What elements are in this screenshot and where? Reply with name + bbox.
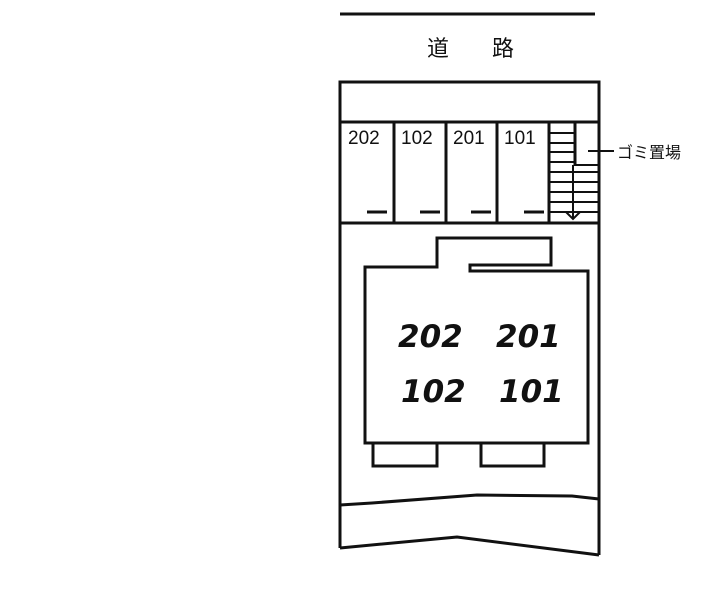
unit-202: 202: [398, 319, 463, 355]
parking-space-101: 101: [504, 128, 544, 214]
parking-space-102: 102: [401, 128, 440, 214]
unit-102: 102: [401, 374, 466, 410]
parking-area: 202 102 201 101: [348, 122, 551, 223]
svg-text:102: 102: [401, 128, 433, 149]
unit-101: 101: [499, 374, 564, 410]
site-boundary: [338, 80, 601, 557]
garbage-area-label: ゴミ置場: [617, 143, 681, 162]
road-label: 道 路: [427, 37, 532, 62]
parking-space-202: 202: [348, 128, 387, 214]
svg-text:202: 202: [348, 128, 380, 149]
svg-text:201: 201: [453, 128, 485, 149]
svg-text:101: 101: [504, 128, 536, 149]
building: 202 201 102 101: [363, 236, 590, 468]
unit-201: 201: [496, 319, 561, 355]
balcony-left: [371, 441, 439, 468]
arrow-down-icon: [565, 211, 581, 221]
parking-space-201: 201: [453, 128, 491, 214]
balcony-right: [479, 441, 546, 468]
stairs: [549, 121, 600, 221]
